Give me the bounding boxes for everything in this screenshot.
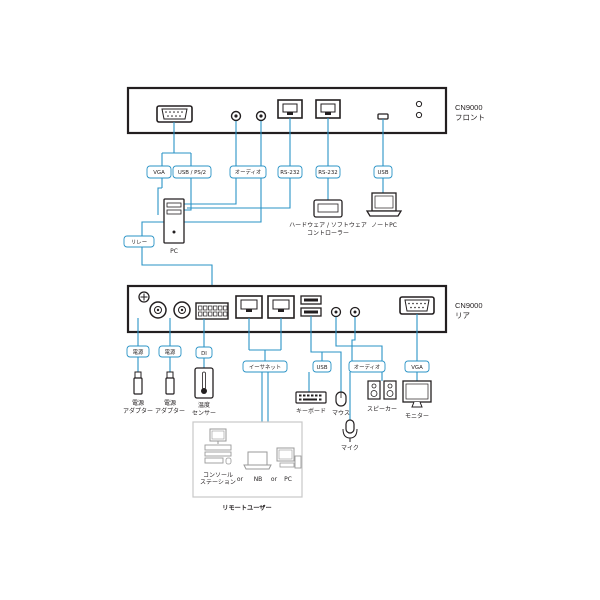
power-adapter-b-icon — [165, 371, 175, 395]
remote-console-label-1: コンソール — [203, 472, 233, 479]
svg-text:オーディオ: オーディオ — [235, 168, 262, 176]
remote-users-box: コンソール ステーション or NB or PC — [192, 421, 303, 498]
monitor-icon — [402, 380, 432, 408]
remote-console-label-2: ステーション — [200, 479, 236, 486]
svg-text:リレー: リレー — [131, 240, 147, 246]
remote-pc-icon — [276, 447, 302, 469]
svg-text:VGA: VGA — [411, 365, 423, 371]
pc-label: PC — [170, 248, 178, 255]
mouse-label: マウス — [332, 409, 350, 417]
front-tag-rs232-controller: RS-232 — [315, 165, 341, 179]
controller-icon — [313, 199, 343, 218]
power-adapter-a-label-1: 電源 — [132, 399, 144, 407]
remote-users-title: リモートユーザー — [222, 505, 271, 512]
front-led-icon — [415, 100, 423, 119]
front-panel — [126, 86, 448, 135]
speaker-icon — [367, 380, 397, 400]
power-adapter-b-label-2: アダプター — [155, 407, 185, 415]
svg-text:USB: USB — [316, 365, 327, 371]
keyboard-label: キーボード — [296, 407, 326, 415]
svg-text:DI: DI — [201, 351, 207, 357]
front-model-label: CN9000 — [455, 103, 483, 112]
rear-side-label: リア — [455, 311, 470, 320]
front-tag-usb: USB — [373, 165, 393, 179]
rear-panel — [126, 284, 448, 334]
controller-label-2: コントローラー — [307, 230, 349, 237]
svg-text:VGA: VGA — [153, 170, 165, 176]
rear-tag-power-a: 電源 — [126, 345, 150, 358]
rear-tag-power-b: 電源 — [158, 345, 182, 358]
rear-ethernet-port-icon — [235, 295, 295, 319]
front-side-label: フロント — [455, 113, 485, 122]
front-cables — [141, 118, 384, 305]
remote-notebook-icon — [243, 451, 272, 470]
front-tag-rs232-pc: RS-232 — [277, 165, 303, 179]
rear-tag-vga: VGA — [404, 360, 430, 373]
controller-label-1: ハードウェア / ソフトウェア — [289, 221, 367, 229]
mouse-icon — [335, 391, 347, 407]
svg-text:電源: 電源 — [133, 348, 144, 356]
remote-pc-label: PC — [284, 476, 292, 483]
power-adapter-a-icon — [133, 371, 143, 395]
rear-cables — [137, 314, 418, 422]
rear-vga-port-icon — [399, 296, 435, 315]
front-console-port-icon — [156, 105, 193, 123]
svg-text:オーディオ: オーディオ — [354, 363, 381, 371]
rear-model-label: CN9000 — [455, 301, 483, 310]
rear-tag-ethernet: イーサネット — [242, 360, 288, 373]
front-tag-usb-ps2: USB / PS/2 — [172, 165, 212, 179]
svg-text:電源: 電源 — [165, 348, 176, 356]
svg-text:RS-232: RS-232 — [280, 170, 299, 176]
rear-usb-port-icon — [300, 295, 322, 317]
front-tag-audio: オーディオ — [229, 165, 267, 179]
power-adapter-a-label-2: アダプター — [123, 407, 153, 415]
temperature-sensor-icon — [194, 367, 214, 399]
notebook-icon — [365, 192, 403, 217]
rear-tag-usb: USB — [312, 360, 332, 373]
front-tag-relay: リレー — [123, 235, 155, 248]
rear-audio-jack-icon — [330, 306, 361, 318]
remote-or-b-label: or — [271, 476, 278, 483]
rear-tag-di: DI — [195, 346, 213, 359]
front-usb-port-icon — [377, 113, 389, 120]
speaker-label: スピーカー — [367, 406, 397, 413]
front-tag-vga: VGA — [146, 165, 172, 179]
mic-label: マイク — [341, 445, 359, 452]
terminal-block-icon — [195, 302, 229, 320]
svg-text:USB / PS/2: USB / PS/2 — [178, 170, 206, 176]
ground-screw-icon — [138, 291, 150, 303]
keyboard-icon — [295, 391, 327, 404]
rear-tag-audio: オーディオ — [348, 360, 386, 373]
front-audio-jack-icon — [230, 110, 267, 122]
svg-text:RS-232: RS-232 — [318, 170, 337, 176]
svg-text:USB: USB — [377, 170, 388, 176]
monitor-label: モニター — [405, 412, 429, 420]
power-jack-icon — [149, 301, 191, 319]
temp-sensor-label-2: センサー — [192, 410, 216, 417]
svg-text:イーサネット: イーサネット — [249, 364, 281, 371]
microphone-icon — [342, 419, 358, 442]
notebook-label: ノートPC — [371, 222, 397, 229]
pc-tower-icon — [163, 198, 185, 244]
remote-or-a-label: or — [237, 476, 244, 483]
console-station-icon — [204, 428, 232, 465]
power-adapter-b-label-1: 電源 — [164, 399, 176, 407]
remote-nb-label: NB — [254, 476, 263, 483]
temp-sensor-label-1: 温度 — [198, 401, 210, 409]
